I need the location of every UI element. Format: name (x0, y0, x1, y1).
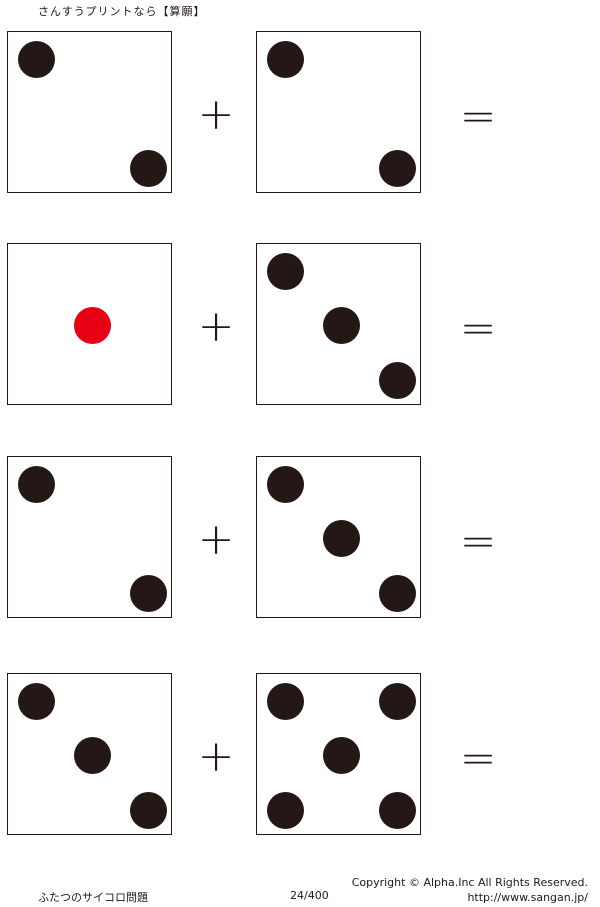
left-die (7, 673, 172, 835)
pip (322, 519, 360, 557)
plus-sign: + (197, 514, 235, 565)
pip (129, 574, 167, 612)
page-number: 24/400 (290, 889, 329, 902)
pip (378, 361, 416, 399)
site-url: http://www.sangan.jp/ (467, 891, 588, 904)
equals-sign: = (459, 733, 497, 784)
pip (322, 306, 360, 344)
pip (266, 40, 304, 78)
pip (378, 791, 416, 829)
left-die (7, 456, 172, 618)
header-title: さんすうプリントなら【算願】 (38, 5, 206, 18)
pip (266, 682, 304, 720)
left-die (7, 243, 172, 405)
pip (17, 682, 55, 720)
pip (266, 465, 304, 503)
equals-sign: = (459, 91, 497, 142)
right-die (256, 31, 421, 193)
pip (322, 736, 360, 774)
pip (378, 682, 416, 720)
pip (378, 149, 416, 187)
left-die (7, 31, 172, 193)
pip (17, 40, 55, 78)
equals-sign: = (459, 516, 497, 567)
copyright: Copyright © Alpha.Inc All Rights Reserve… (351, 876, 588, 889)
pip (17, 465, 55, 503)
right-die (256, 673, 421, 835)
pip (129, 149, 167, 187)
footer-title: ふたつのサイコロ問題 (38, 891, 148, 904)
red-pip (73, 306, 111, 344)
right-die (256, 456, 421, 618)
plus-sign: + (197, 731, 235, 782)
plus-sign: + (197, 301, 235, 352)
pip (73, 736, 111, 774)
pip (129, 791, 167, 829)
pip (266, 252, 304, 290)
equals-sign: = (459, 303, 497, 354)
plus-sign: + (197, 89, 235, 140)
pip (378, 574, 416, 612)
pip (266, 791, 304, 829)
right-die (256, 243, 421, 405)
